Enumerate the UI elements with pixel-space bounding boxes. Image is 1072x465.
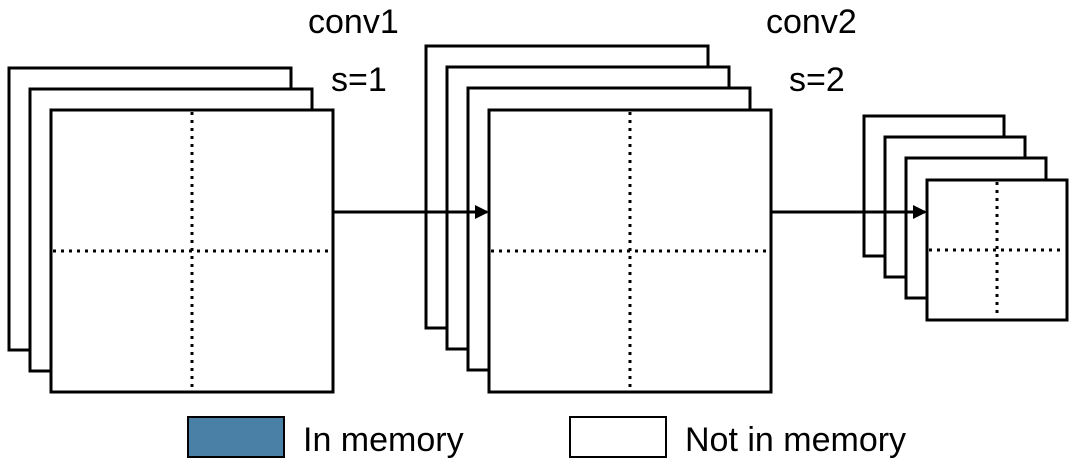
conv2-label: conv2 [766,3,857,41]
conv1-feature-map-grid [491,112,769,390]
input-feature-map-grid [53,112,331,390]
conv2-feature-map-stack [862,114,1069,322]
conv2-feature-map-grid [929,182,1065,318]
conv1-label: conv1 [308,3,399,41]
legend-in-memory-label: In memory [303,421,464,459]
legend-in-memory-swatch [187,416,285,458]
legend-not-in-memory-swatch [569,416,667,458]
conv1-feature-map-stack [424,44,773,394]
input-feature-map-stack [7,66,335,394]
conv2-stride-label: s=2 [789,61,845,99]
legend-not-in-memory-label: Not in memory [685,421,906,459]
legend: In memory Not in memory [187,416,906,459]
conv1-stride-label: s=1 [331,61,387,99]
